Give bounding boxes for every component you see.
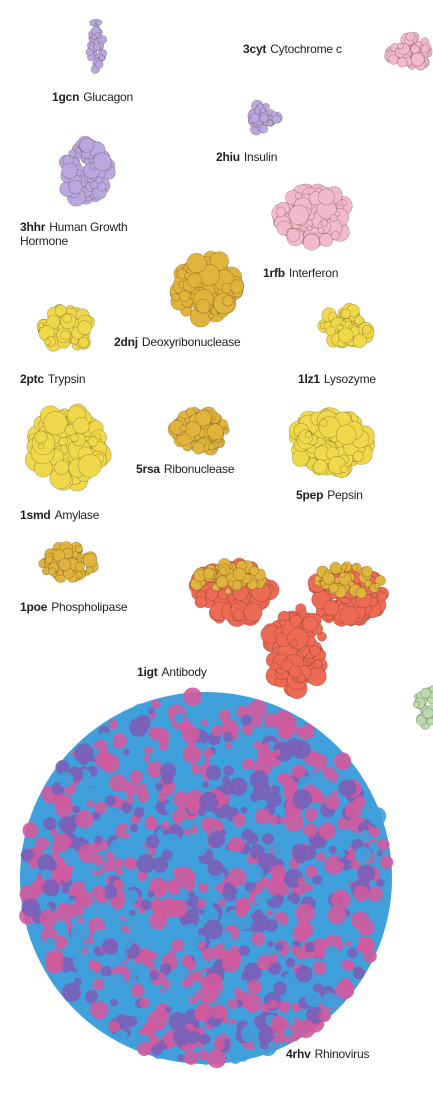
deoxyribonuclease-molecule <box>170 251 244 327</box>
pdb-id: 1rfb <box>263 266 285 280</box>
protein-name: Glucagon <box>83 90 133 104</box>
partial-green-molecule <box>413 686 433 730</box>
pdb-id: 1smd <box>20 508 51 522</box>
amylase-molecule <box>25 404 111 491</box>
label-rhinovirus: 4rhv Rhinovirus <box>286 1047 369 1061</box>
pdb-id: 1gcn <box>52 90 79 104</box>
cytochrome-c-molecule <box>385 32 433 70</box>
pdb-id: 1lz1 <box>298 372 320 386</box>
label-glucagon: 1gcn Glucagon <box>52 90 133 104</box>
interferon-molecule <box>272 184 353 250</box>
label-trypsin: 2ptc Trypsin <box>20 372 85 386</box>
pdb-id: 4rhv <box>286 1047 311 1061</box>
label-insulin: 2hiu Insulin <box>216 150 277 164</box>
label-pepsin: 5pep Pepsin <box>296 488 363 502</box>
protein-name: Ribonuclease <box>164 462 234 476</box>
protein-name: Antibody <box>162 665 207 679</box>
label-lysozyme: 1lz1 Lysozyme <box>298 372 376 386</box>
pdb-id: 2dnj <box>114 335 138 349</box>
protein-name: Interferon <box>289 266 338 280</box>
pepsin-molecule <box>289 408 375 478</box>
label-antibody: 1igt Antibody <box>137 665 207 679</box>
protein-name: Phospholipase <box>51 600 127 614</box>
phospholipase-molecule <box>39 542 99 583</box>
pdb-id: 5pep <box>296 488 323 502</box>
protein-name: Rhinovirus <box>315 1047 370 1061</box>
label-interferon: 1rfb Interferon <box>263 266 338 280</box>
protein-name: Trypsin <box>48 372 86 386</box>
pdb-id: 2hiu <box>216 150 240 164</box>
pdb-id: 3hhr <box>20 220 45 234</box>
human-growth-hormone-molecule <box>59 136 115 206</box>
protein-name: Deoxyribonuclease <box>142 335 241 349</box>
label-amylase: 1smd Amylase <box>20 508 99 522</box>
protein-name: Amylase <box>55 508 100 522</box>
label-phospholipase: 1poe Phospholipase <box>20 600 127 614</box>
label-ribonuclease: 5rsa Ribonuclease <box>136 462 234 476</box>
trypsin-molecule <box>37 304 95 351</box>
pdb-id: 3cyt <box>243 42 266 56</box>
rhinovirus-molecule <box>19 688 393 1069</box>
label-deoxyribonuclease: 2dnj Deoxyribonuclease <box>114 335 241 349</box>
pdb-id: 5rsa <box>136 462 160 476</box>
protein-name: Cytochrome c <box>270 42 342 56</box>
lysozyme-molecule <box>318 303 374 348</box>
insulin-molecule <box>248 100 282 135</box>
pdb-id: 1igt <box>137 665 158 679</box>
pdb-id: 1poe <box>20 600 47 614</box>
label-cytochrome-c: 3cyt Cytochrome c <box>243 42 342 56</box>
ribonuclease-molecule <box>168 407 229 455</box>
pdb-id: 2ptc <box>20 372 44 386</box>
antibody-molecule <box>189 558 389 699</box>
glucagon-molecule <box>86 19 107 74</box>
protein-name: Insulin <box>244 150 277 164</box>
protein-name: Pepsin <box>327 488 363 502</box>
antibody-stem <box>261 604 328 699</box>
protein-name: Lysozyme <box>324 372 376 386</box>
